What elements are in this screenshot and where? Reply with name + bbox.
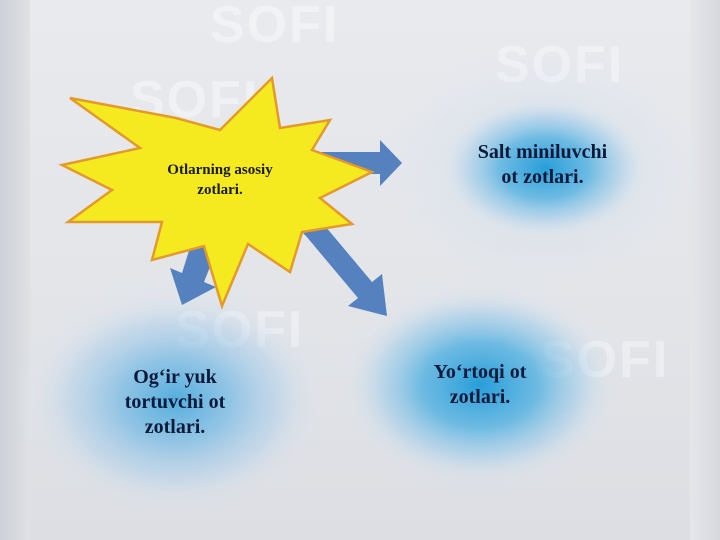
right-decoration bbox=[690, 0, 720, 540]
node-label-ogir: Og‘ir yuk tortuvchi ot zotlari. bbox=[95, 365, 255, 440]
center-label-line2: zotlari. bbox=[197, 182, 243, 199]
ogir-line2: tortuvchi ot bbox=[124, 391, 226, 413]
node-label-salt: Salt miniluvchi ot zotlari. bbox=[450, 140, 635, 190]
node-label-yortoqi: Yo‘rtoqi ot zotlari. bbox=[400, 360, 560, 410]
glow-node-salt bbox=[445, 100, 645, 236]
yortoqi-line2: zotlari. bbox=[449, 386, 511, 408]
ogir-line3: zotlari. bbox=[144, 416, 206, 438]
salt-line2: ot zotlari. bbox=[501, 166, 584, 188]
yortoqi-line1: Yo‘rtoqi ot bbox=[433, 361, 527, 383]
salt-line1: Salt miniluvchi bbox=[477, 141, 608, 163]
ogir-line1: Og‘ir yuk bbox=[133, 366, 217, 388]
center-starburst bbox=[58, 75, 376, 310]
arrow-to-salt bbox=[318, 140, 402, 186]
watermark-top: SOFI bbox=[210, 0, 340, 54]
arrow-to-yortoqi bbox=[302, 220, 387, 316]
left-decoration bbox=[0, 0, 30, 540]
center-label-line1: Otlarning asosiy bbox=[167, 162, 273, 178]
glow-node-ogir bbox=[35, 295, 315, 505]
glow-node-yortoqi bbox=[350, 290, 610, 480]
center-node-label: Otlarning asosiy zotlari. bbox=[140, 160, 300, 201]
